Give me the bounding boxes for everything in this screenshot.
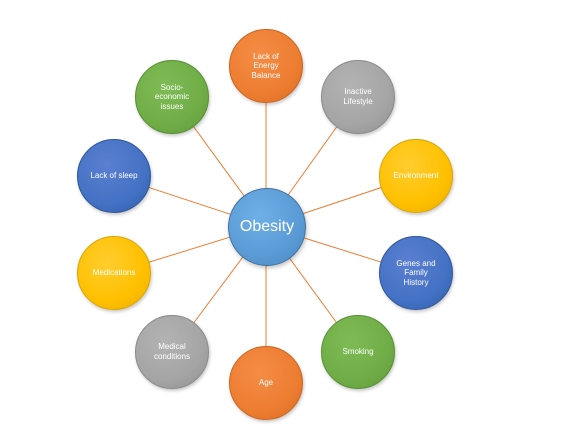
node-label: Socio- economic issues <box>154 82 190 111</box>
node-label: Smoking <box>342 347 374 357</box>
center-label: Obesity <box>239 218 295 235</box>
node-socio-economic-issues: Socio- economic issues <box>135 60 209 134</box>
node-label: Genes and Family History <box>396 258 436 287</box>
node-medications: Medications <box>77 236 151 310</box>
node-lack-of-energy-balance: Lack of Energy Balance <box>229 29 303 103</box>
node-genes-and-family-history: Genes and Family History <box>379 236 453 310</box>
node-label: Medications <box>92 268 136 278</box>
node-label: Lack of Energy Balance <box>251 51 281 80</box>
node-label: Lack of sleep <box>90 171 138 181</box>
center-node-obesity: Obesity <box>228 188 306 266</box>
node-medical-conditions: Medical conditions <box>135 315 209 389</box>
node-lack-of-sleep: Lack of sleep <box>77 139 151 213</box>
node-label: Inactive Lifestyle <box>343 87 373 106</box>
node-inactive-lifestyle: Inactive Lifestyle <box>321 60 395 134</box>
node-label: Medical conditions <box>153 342 191 361</box>
node-label: Age <box>258 378 274 388</box>
node-environment: Environment <box>379 139 453 213</box>
node-age: Age <box>229 346 303 420</box>
node-smoking: Smoking <box>321 315 395 389</box>
node-label: Environment <box>393 171 439 181</box>
